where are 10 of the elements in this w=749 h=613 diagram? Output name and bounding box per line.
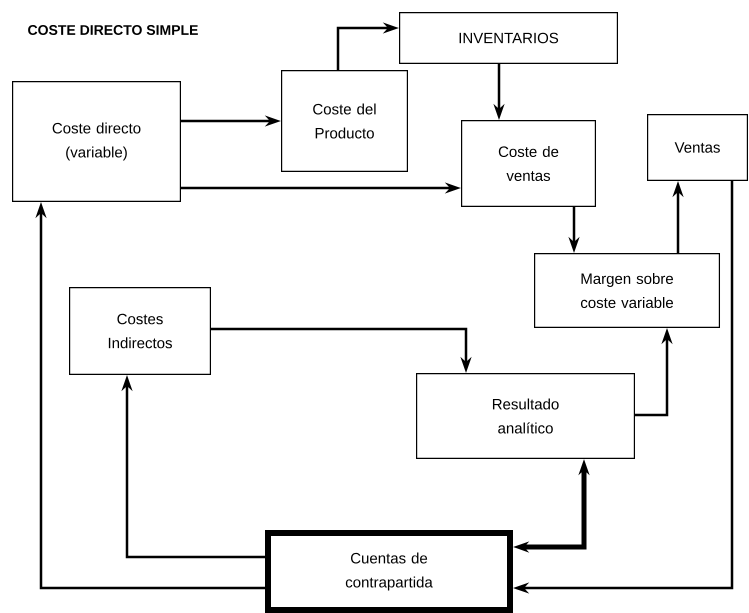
process-box: Resultado analítico: [416, 373, 635, 459]
process-box: Cuentas de contrapartida: [265, 530, 513, 613]
process-box: Coste de ventas: [461, 120, 596, 207]
process-box: INVENTARIOS: [399, 12, 618, 64]
title: COSTE DIRECTO SIMPLE: [28, 25, 198, 35]
process-box: Coste directo (variable): [12, 81, 181, 202]
process-box: Margen sobre coste variable: [534, 253, 720, 328]
process-box: Coste del Producto: [281, 70, 408, 172]
process-box: Ventas: [647, 114, 748, 181]
process-box: Costes Indirectos: [69, 287, 211, 375]
